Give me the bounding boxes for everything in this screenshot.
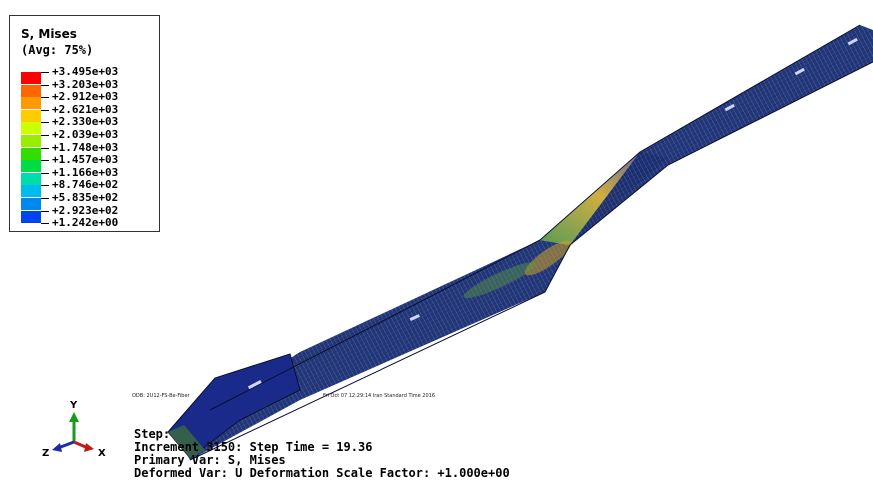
legend-tick — [41, 185, 49, 187]
deformed-var-info: Deformed Var: U Deformation Scale Factor… — [134, 466, 510, 480]
legend-subtitle: (Avg: 75%) — [21, 43, 94, 57]
slot — [794, 67, 805, 76]
legend-tick — [41, 84, 49, 86]
legend-value-label: +2.330e+03 — [52, 115, 119, 129]
slot — [247, 379, 263, 391]
end-face — [168, 425, 205, 458]
legend-tick — [41, 147, 49, 149]
stress-hotspot — [524, 240, 572, 276]
triad-graphic — [52, 412, 94, 452]
axis-label-x: X — [98, 448, 106, 459]
beam-edge-bottom — [189, 61, 873, 461]
axis-label-y: Y — [70, 400, 78, 411]
legend-tick — [41, 223, 49, 225]
legend-value-label: +8.746e+02 — [52, 178, 119, 192]
legend-tick — [41, 172, 49, 174]
legend-value-label: +2.912e+03 — [52, 90, 119, 104]
legend-swatch — [21, 122, 41, 135]
increment-info: Increment 3150: Step Time = 19.36 — [134, 440, 373, 454]
legend-value-label: +1.242e+00 — [52, 216, 119, 230]
legend-swatch — [21, 160, 41, 173]
legend-swatch — [21, 172, 41, 185]
slot — [724, 103, 735, 112]
primary-var-info: Primary Var: S, Mises — [134, 453, 286, 467]
beam-segment-lower — [175, 240, 570, 460]
legend-swatch — [21, 210, 41, 223]
legend-value-label: +1.748e+03 — [52, 140, 119, 154]
beam-segment-upper — [570, 25, 873, 245]
legend-swatch — [21, 109, 41, 122]
stress-zone-mid — [463, 261, 537, 299]
slot — [847, 37, 858, 46]
legend-swatch — [21, 97, 41, 110]
legend-tick — [41, 198, 49, 199]
stress-legend: S, Mises (Avg: 75%) +3.495e+03+3.203e+03… — [9, 15, 160, 232]
legend-swatch — [21, 135, 41, 147]
legend-swatch — [21, 84, 41, 97]
legend-tick — [41, 122, 49, 124]
step-info: Step: — [134, 427, 171, 441]
legend-value-label: +3.203e+03 — [52, 77, 119, 91]
legend-swatch — [21, 72, 41, 84]
legend-tick — [41, 97, 49, 99]
legend-swatch — [21, 147, 41, 160]
beam-edge-top — [209, 24, 861, 411]
legend-tick — [41, 72, 49, 73]
odb-timestamp: Fri Oct 07 12:29:14 Iran Standard Time 2… — [323, 393, 436, 399]
legend-swatch — [21, 185, 41, 198]
legend-value-label: +2.039e+03 — [52, 128, 119, 141]
legend-value-label: +1.166e+03 — [52, 165, 119, 179]
axis-label-z: Z — [42, 448, 50, 459]
odb-filename: ODB: 2U12-FS-Be-Fiber — [132, 393, 190, 399]
legend-tick — [41, 135, 49, 136]
axis-triad: Y Z X — [40, 398, 120, 468]
legend-value-label: +2.621e+03 — [52, 102, 119, 116]
legend-tick — [41, 109, 49, 111]
legend-value-label: +5.835e+02 — [52, 191, 119, 204]
legend-tick — [41, 210, 49, 212]
legend-title: S, Mises — [21, 27, 77, 41]
legend-swatch — [21, 198, 41, 210]
legend-value-label: +1.457e+03 — [52, 153, 119, 167]
legend-value-label: +3.495e+03 — [52, 65, 119, 78]
legend-tick — [41, 160, 49, 162]
slot — [409, 314, 420, 322]
legend-value-label: +2.923e+02 — [52, 203, 119, 217]
